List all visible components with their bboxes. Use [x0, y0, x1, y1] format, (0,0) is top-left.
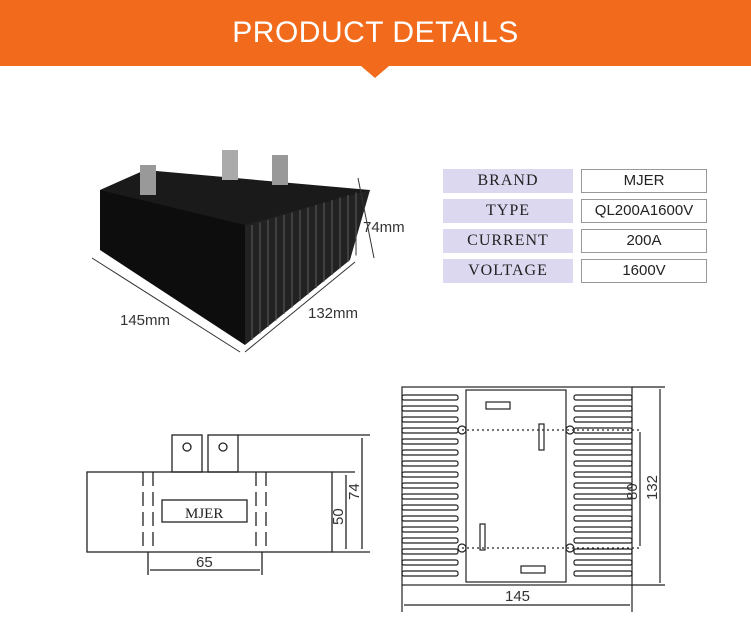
- fin: [573, 405, 633, 412]
- fin: [573, 537, 633, 544]
- fin: [401, 449, 459, 456]
- side-view-brand-label: MJER: [185, 506, 223, 522]
- banner-notch: [361, 66, 389, 78]
- fin: [401, 559, 459, 566]
- fin: [401, 504, 459, 511]
- fin: [573, 416, 633, 423]
- fin: [401, 460, 459, 467]
- spec-row-voltage: VOLTAGE 1600V: [443, 259, 707, 283]
- height-label: 74mm: [363, 219, 405, 236]
- fin: [573, 504, 633, 511]
- top-view-drawing: [401, 386, 665, 612]
- fin: [573, 482, 633, 489]
- side-width-dim: 65: [196, 554, 213, 571]
- spec-value: QL200A1600V: [581, 199, 707, 223]
- spec-value: 200A: [581, 229, 707, 253]
- fin: [401, 482, 459, 489]
- fin: [401, 526, 459, 533]
- hole-spacing-dim: 80: [624, 483, 641, 500]
- fin: [573, 515, 633, 522]
- fin: [401, 416, 459, 423]
- side-total-height-dim: 74: [346, 483, 363, 500]
- fin: [573, 438, 633, 445]
- fin: [401, 570, 459, 577]
- side-body-height-dim: 50: [330, 508, 347, 525]
- spec-label: VOLTAGE: [443, 259, 573, 283]
- fin: [573, 526, 633, 533]
- fin: [573, 548, 633, 555]
- spec-value: 1600V: [581, 259, 707, 283]
- fin: [573, 394, 633, 401]
- spec-value: MJER: [581, 169, 707, 193]
- fin: [573, 493, 633, 500]
- fin: [573, 460, 633, 467]
- spec-row-type: TYPE QL200A1600V: [443, 199, 707, 223]
- depth-label: 132mm: [308, 305, 358, 322]
- side-view-drawing: [86, 434, 370, 575]
- product-photo: 145mm 132mm 74mm: [91, 150, 405, 353]
- fin: [401, 548, 459, 555]
- fin: [401, 438, 459, 445]
- fin: [401, 471, 459, 478]
- fin: [401, 537, 459, 544]
- fin: [401, 394, 459, 401]
- top-width-dim: 145: [505, 588, 530, 605]
- fin: [401, 405, 459, 412]
- fin: [401, 493, 459, 500]
- width-label: 145mm: [120, 312, 170, 329]
- spec-row-current: CURRENT 200A: [443, 229, 707, 253]
- top-depth-dim: 132: [644, 475, 661, 500]
- page-title: PRODUCT DETAILS: [232, 16, 519, 49]
- fin: [401, 427, 459, 434]
- spec-label: BRAND: [443, 169, 573, 193]
- fin: [573, 570, 633, 577]
- fin: [573, 471, 633, 478]
- header-banner: [0, 0, 751, 66]
- fin: [573, 559, 633, 566]
- fin: [401, 515, 459, 522]
- spec-label: TYPE: [443, 199, 573, 223]
- spec-label: CURRENT: [443, 229, 573, 253]
- fin: [573, 449, 633, 456]
- spec-table: BRAND MJER TYPE QL200A1600V CURRENT 200A VO…: [443, 169, 707, 289]
- spec-row-brand: BRAND MJER: [443, 169, 707, 193]
